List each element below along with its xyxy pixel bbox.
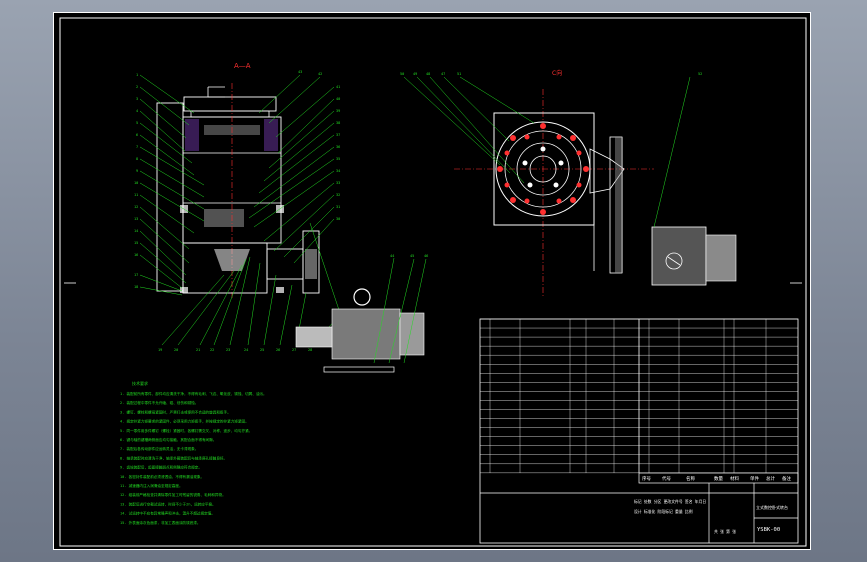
svg-text:38: 38 xyxy=(336,121,340,125)
tech-note: 1. 装配前所有零件、部件均应清洗干净，不得有毛刺、飞边、氧化皮、锈蚀、切屑、油… xyxy=(120,391,267,396)
svg-text:49: 49 xyxy=(413,72,417,76)
svg-text:26: 26 xyxy=(276,348,280,352)
tech-note: 4. 规定拧紧力矩要求的紧固件，必须采用力矩扳手，并按规定的拧紧力矩紧固。 xyxy=(120,419,249,424)
svg-text:23: 23 xyxy=(226,348,230,352)
svg-text:37: 37 xyxy=(336,133,340,137)
svg-text:43: 43 xyxy=(298,70,302,74)
parts-list: 序号 代号 名称 数量材料 单件总计备注 标记 处数 分区 更改文件号 签名 年月日 设… xyxy=(479,318,799,544)
title-block-header: 代号 xyxy=(662,475,671,482)
svg-text:9: 9 xyxy=(136,169,138,173)
svg-text:11: 11 xyxy=(134,193,138,197)
section-label: A—A xyxy=(234,62,251,70)
svg-text:17: 17 xyxy=(134,273,138,277)
svg-text:3: 3 xyxy=(136,97,138,101)
svg-text:7: 7 xyxy=(136,145,138,149)
svg-text:31: 31 xyxy=(336,205,340,209)
svg-text:27: 27 xyxy=(292,348,296,352)
svg-text:4: 4 xyxy=(136,109,138,113)
sheet-label: 共 张 第 张 xyxy=(714,529,736,534)
svg-text:45: 45 xyxy=(410,254,414,258)
tech-note: 5. 同一零件用多件螺钉（螺栓）紧固时，各螺钉需交叉、对称、逐步、均匀拧紧。 xyxy=(120,428,252,433)
title-block-header: 单件 xyxy=(750,475,759,482)
tech-note: 14. 试运转中不应有异常噪声和冲击，温升不超过规定值。 xyxy=(120,511,215,516)
tech-note: 7. 装配后各传动部件应运转灵活，无卡滞现象。 xyxy=(120,446,198,451)
tech-note: 8. 轴承装配时应清洗干净，轴承外圈装配后与轴承座孔接触良好。 xyxy=(120,455,227,460)
tech-note: 9. 齿轮装配后，齿面接触斑点和侧隙应符合规定。 xyxy=(120,465,202,470)
svg-text:36: 36 xyxy=(336,145,340,149)
svg-text:16: 16 xyxy=(134,253,138,257)
title-block-header: 数量 xyxy=(714,475,723,482)
svg-text:8: 8 xyxy=(136,157,138,161)
svg-text:42: 42 xyxy=(318,72,322,76)
svg-text:1: 1 xyxy=(136,73,138,77)
tech-title: 技术要求 xyxy=(132,380,148,386)
svg-text:2: 2 xyxy=(136,85,138,89)
title-block-row2: 设计 标准化 阶段标记 重量 比例 xyxy=(634,509,693,514)
tech-note: 6. 键与轴的键槽两侧面应均匀接触，其配合面不得有间隙。 xyxy=(120,437,216,442)
svg-text:28: 28 xyxy=(308,348,312,352)
svg-text:24: 24 xyxy=(244,348,248,352)
svg-text:25: 25 xyxy=(260,348,264,352)
drawing-sheet: A—A xyxy=(53,12,811,550)
svg-text:35: 35 xyxy=(336,157,340,161)
svg-text:34: 34 xyxy=(336,169,340,173)
svg-text:41: 41 xyxy=(336,85,340,89)
tech-note: 13. 装配后进行空载试运转，时间不少于2h，运转应平稳。 xyxy=(120,501,216,506)
svg-text:22: 22 xyxy=(210,348,214,352)
svg-text:33: 33 xyxy=(336,181,340,185)
tech-note: 12. 组装前严格检查并清除零件加工时残留的锐角、毛刺和异物。 xyxy=(120,492,226,497)
svg-text:44: 44 xyxy=(390,254,394,258)
svg-text:52: 52 xyxy=(698,72,702,76)
tech-notes: 技术要求 1. 装配前所有零件、部件均应清洗干净，不得有毛刺、飞边、氧化皮、锈蚀… xyxy=(120,380,267,525)
inner-border xyxy=(59,17,807,547)
svg-text:12: 12 xyxy=(134,205,138,209)
svg-text:19: 19 xyxy=(158,348,162,352)
tech-note: 11. 减速器内注入润滑油至规定高度。 xyxy=(120,483,183,488)
svg-text:50: 50 xyxy=(400,72,404,76)
svg-text:14: 14 xyxy=(134,229,138,233)
svg-text:10: 10 xyxy=(134,181,138,185)
title-text: 立式数控卧式转台 xyxy=(756,504,788,510)
title-block-header: 备注 xyxy=(782,475,791,482)
svg-text:47: 47 xyxy=(441,72,445,76)
drawing-canvas: A—A xyxy=(59,17,807,547)
svg-text:30: 30 xyxy=(336,217,340,221)
svg-text:20: 20 xyxy=(174,348,178,352)
svg-text:46: 46 xyxy=(424,254,428,258)
svg-text:51: 51 xyxy=(457,72,461,76)
svg-text:48: 48 xyxy=(426,72,430,76)
title-block-header: 材料 xyxy=(730,475,739,482)
tech-note: 10. 各密封件装配前必须浸透油，不得有漏油现象。 xyxy=(120,474,204,479)
tech-note: 2. 装配过程中零件不允许磕、碰、划伤和锈蚀。 xyxy=(120,400,198,405)
title-block-header: 名称 xyxy=(686,475,695,482)
tech-note: 3. 螺钉、螺栓和螺母紧固时，严禁打击或使用不合适的旋具和扳手。 xyxy=(120,409,231,414)
view-label: C向 xyxy=(552,69,562,77)
title-block-header: 总计 xyxy=(766,475,775,482)
svg-text:18: 18 xyxy=(134,285,138,289)
svg-text:15: 15 xyxy=(134,241,138,245)
svg-text:13: 13 xyxy=(134,217,138,221)
section-view: A—A xyxy=(134,62,428,373)
svg-text:21: 21 xyxy=(196,348,200,352)
svg-text:5: 5 xyxy=(136,121,138,125)
title-block-row1: 标记 处数 分区 更改文件号 签名 年月日 xyxy=(634,499,706,504)
svg-text:32: 32 xyxy=(336,193,340,197)
svg-text:40: 40 xyxy=(336,97,340,101)
tech-note: 15. 外表面涂灰色面漆，非加工表面涂防锈底漆。 xyxy=(120,520,201,525)
c-view: C向 xyxy=(400,69,737,298)
svg-text:39: 39 xyxy=(336,109,340,113)
svg-text:6: 6 xyxy=(136,133,138,137)
drawing-number: YSBK-00 xyxy=(757,527,780,533)
title-block-header: 序号 xyxy=(642,475,651,482)
